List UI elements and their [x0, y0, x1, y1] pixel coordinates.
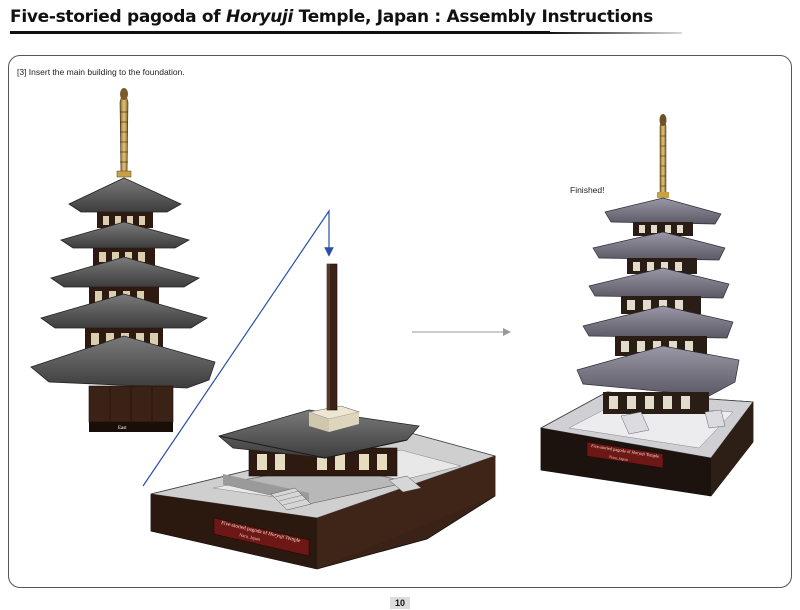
finished-sign-title-italic: Horyuji — [630, 449, 646, 456]
finished-label: Finished! — [570, 185, 605, 195]
illustration: East — [30, 87, 754, 570]
page-header: Five-storied pagoda of Horyuji Temple, J… — [10, 4, 682, 34]
title-part-2: Temple, Japan : Assembly Instructions — [293, 7, 654, 27]
foundation-sign-title-italic: Horyuji — [267, 531, 286, 541]
foundation-sign-title-2: Temple — [283, 535, 301, 545]
finished-sign-title-1: Five-storied pagoda of — [591, 443, 632, 454]
foundation-sign-subtitle: Nara, Japan — [239, 532, 262, 543]
step-instruction: [3] Insert the main building to the foun… — [17, 67, 185, 77]
header-rule — [10, 31, 550, 34]
finished-sign-subtitle: Nara, Japan — [609, 454, 629, 463]
finished-pagoda: Five-storied pagoda of Horyuji Temple Na… — [539, 113, 754, 497]
instruction-panel: [3] Insert the main building to the foun… — [8, 55, 792, 588]
page-title: Five-storied pagoda of Horyuji Temple, J… — [10, 7, 653, 27]
title-italic: Horyuji — [226, 7, 294, 27]
pagoda-main-building: East — [30, 87, 216, 432]
east-label: East — [118, 426, 127, 431]
insert-arrow — [142, 209, 334, 487]
header-rule-fade — [550, 32, 682, 34]
title-part-1: Five-storied pagoda of — [10, 7, 227, 27]
finished-sign-title: Five-storied pagoda of Horyuji Temple — [591, 443, 660, 459]
foundation-base: Five-storied pagoda of Horyuji Temple Na… — [150, 263, 497, 570]
page-number: 10 — [390, 597, 410, 609]
finished-sign-title-2: Temple — [645, 452, 660, 459]
